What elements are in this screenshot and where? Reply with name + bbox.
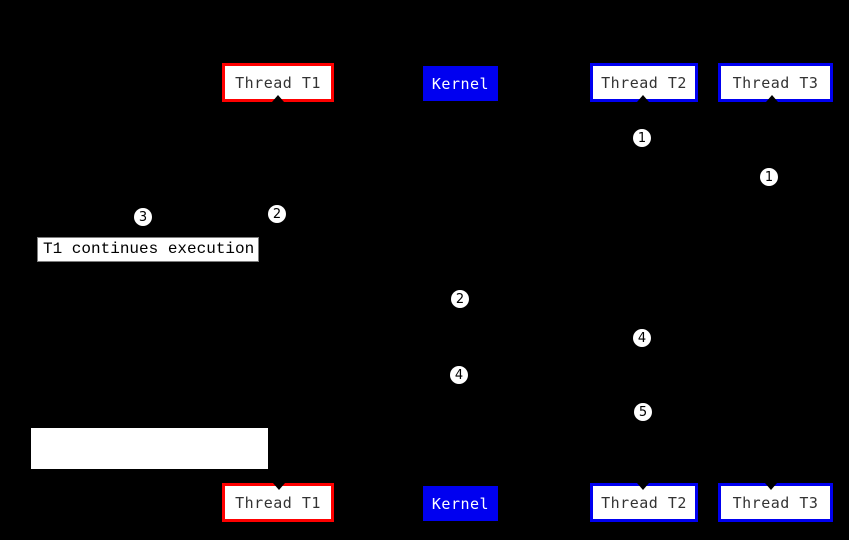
- step-badge-2-kernel-upper: 2: [451, 290, 469, 308]
- step-badge-3-left: 3: [134, 208, 152, 226]
- arrowhead-notch-icon: [637, 95, 649, 102]
- kernel-label: Kernel: [431, 494, 490, 513]
- arrowhead-notch-icon: [766, 95, 778, 102]
- step-badge-1-under-t3: 1: [760, 168, 778, 186]
- step-badge-4-right: 4: [633, 329, 651, 347]
- step-badge-2-under-t1: 2: [268, 205, 286, 223]
- step-badge-1-under-t2: 1: [633, 129, 651, 147]
- arrowhead-notch-icon: [273, 483, 285, 490]
- thread-t3-label: Thread T3: [732, 493, 819, 512]
- kernel-box-bottom: Kernel: [423, 486, 498, 521]
- arrowhead-notch-icon: [637, 483, 649, 490]
- thread-t1-label: Thread T1: [235, 493, 321, 512]
- step-badge-4-kernel-lower: 4: [450, 366, 468, 384]
- step-badge-5-right: 5: [634, 403, 652, 421]
- thread-t1-label: Thread T1: [235, 73, 321, 92]
- t1-continues-execution-note: T1 continues execution: [37, 237, 259, 262]
- blank-label-box: [31, 428, 268, 469]
- thread-t3-label: Thread T3: [732, 73, 819, 92]
- kernel-label: Kernel: [431, 74, 490, 93]
- arrowhead-notch-icon: [765, 483, 777, 490]
- arrowhead-notch-icon: [272, 95, 284, 102]
- thread-t2-label: Thread T2: [601, 493, 687, 512]
- thread-t2-label: Thread T2: [601, 73, 687, 92]
- kernel-box-top: Kernel: [423, 66, 498, 101]
